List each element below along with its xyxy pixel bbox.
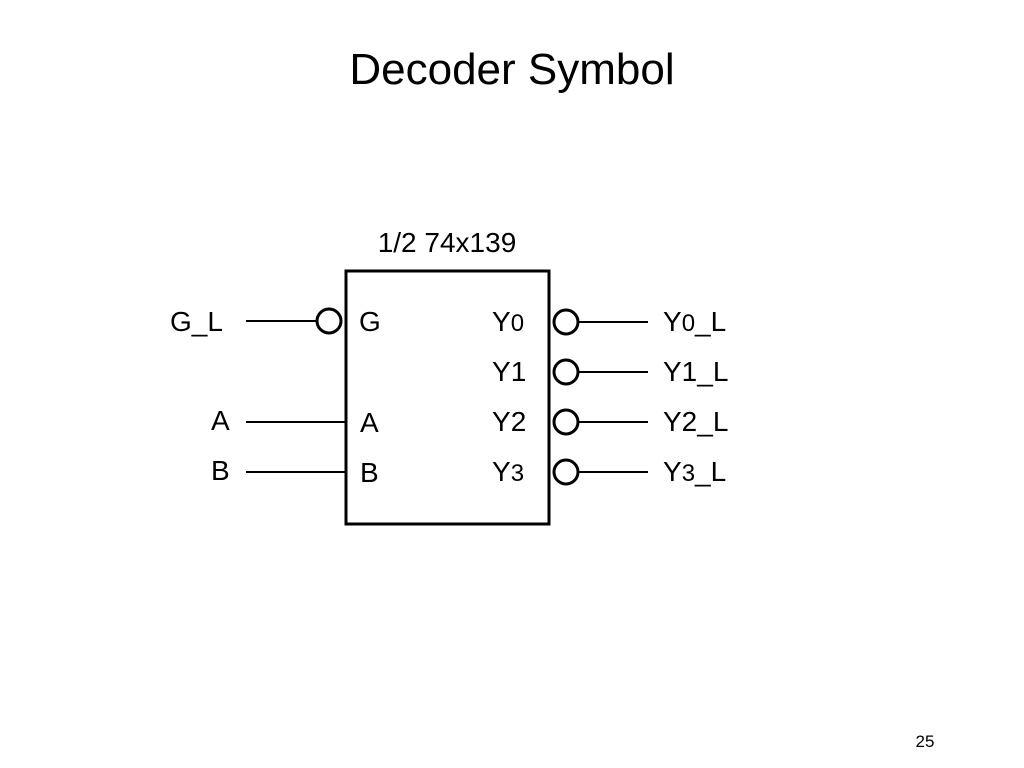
slide-title: Decoder Symbol bbox=[349, 45, 675, 94]
output-signal-y2-l: Y2_L bbox=[663, 406, 728, 437]
page-number: 25 bbox=[915, 732, 935, 751]
output-signal-y1-l: Y1_L bbox=[663, 356, 728, 387]
inversion-bubble-y0 bbox=[552, 308, 580, 336]
pin-label-b: B bbox=[360, 457, 379, 488]
part-label: 1/2 74x139 bbox=[378, 227, 517, 258]
decoder-box bbox=[344, 269, 551, 526]
output-signal-y0-l: Y0_L bbox=[663, 306, 726, 337]
pin-label-y3: Y3 bbox=[492, 456, 524, 487]
inversion-bubble-g bbox=[315, 307, 343, 335]
inversion-bubble-y1 bbox=[552, 358, 580, 386]
pin-label-a: A bbox=[360, 407, 379, 438]
pin-label-y1: Y1 bbox=[492, 356, 526, 387]
input-signal-a: A bbox=[211, 405, 230, 436]
inversion-bubble-y3 bbox=[552, 458, 580, 486]
pin-label-g: G bbox=[359, 306, 381, 337]
pin-label-y0: Y0 bbox=[492, 306, 524, 337]
pin-label-y2: Y2 bbox=[492, 406, 526, 437]
input-signal-g-l: G_L bbox=[170, 306, 223, 337]
inversion-bubble-y2 bbox=[552, 408, 580, 436]
input-signal-b: B bbox=[211, 455, 230, 486]
output-signal-y3-l: Y3_L bbox=[663, 456, 726, 487]
